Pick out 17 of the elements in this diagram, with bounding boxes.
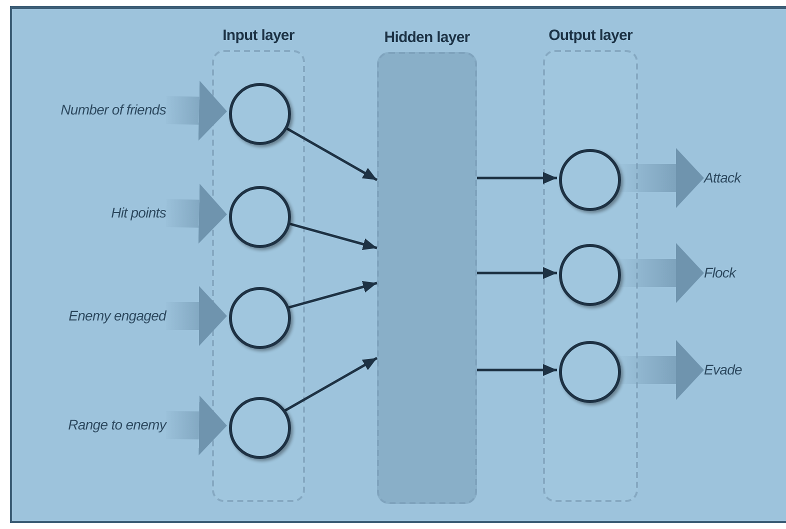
- layer-heading: Hidden layer: [384, 28, 470, 48]
- layer-heading: Input layer: [222, 26, 294, 46]
- arrow: [284, 126, 378, 182]
- input-label: Hit points: [111, 202, 166, 224]
- output-label: Flock: [704, 262, 736, 284]
- input-label: Enemy engaged: [68, 306, 166, 326]
- output-label: Evade: [704, 360, 742, 380]
- arrow: [288, 280, 378, 309]
- output-label: Attack: [704, 168, 741, 188]
- input-label: Range to enemy: [68, 414, 166, 436]
- layer-heading: Output layer: [548, 26, 632, 46]
- arrow: [288, 222, 378, 250]
- arrow: [477, 364, 557, 376]
- arrow: [477, 172, 557, 184]
- arrow: [477, 267, 557, 279]
- input-label: Number of friends: [60, 100, 166, 120]
- arrow: [284, 356, 378, 412]
